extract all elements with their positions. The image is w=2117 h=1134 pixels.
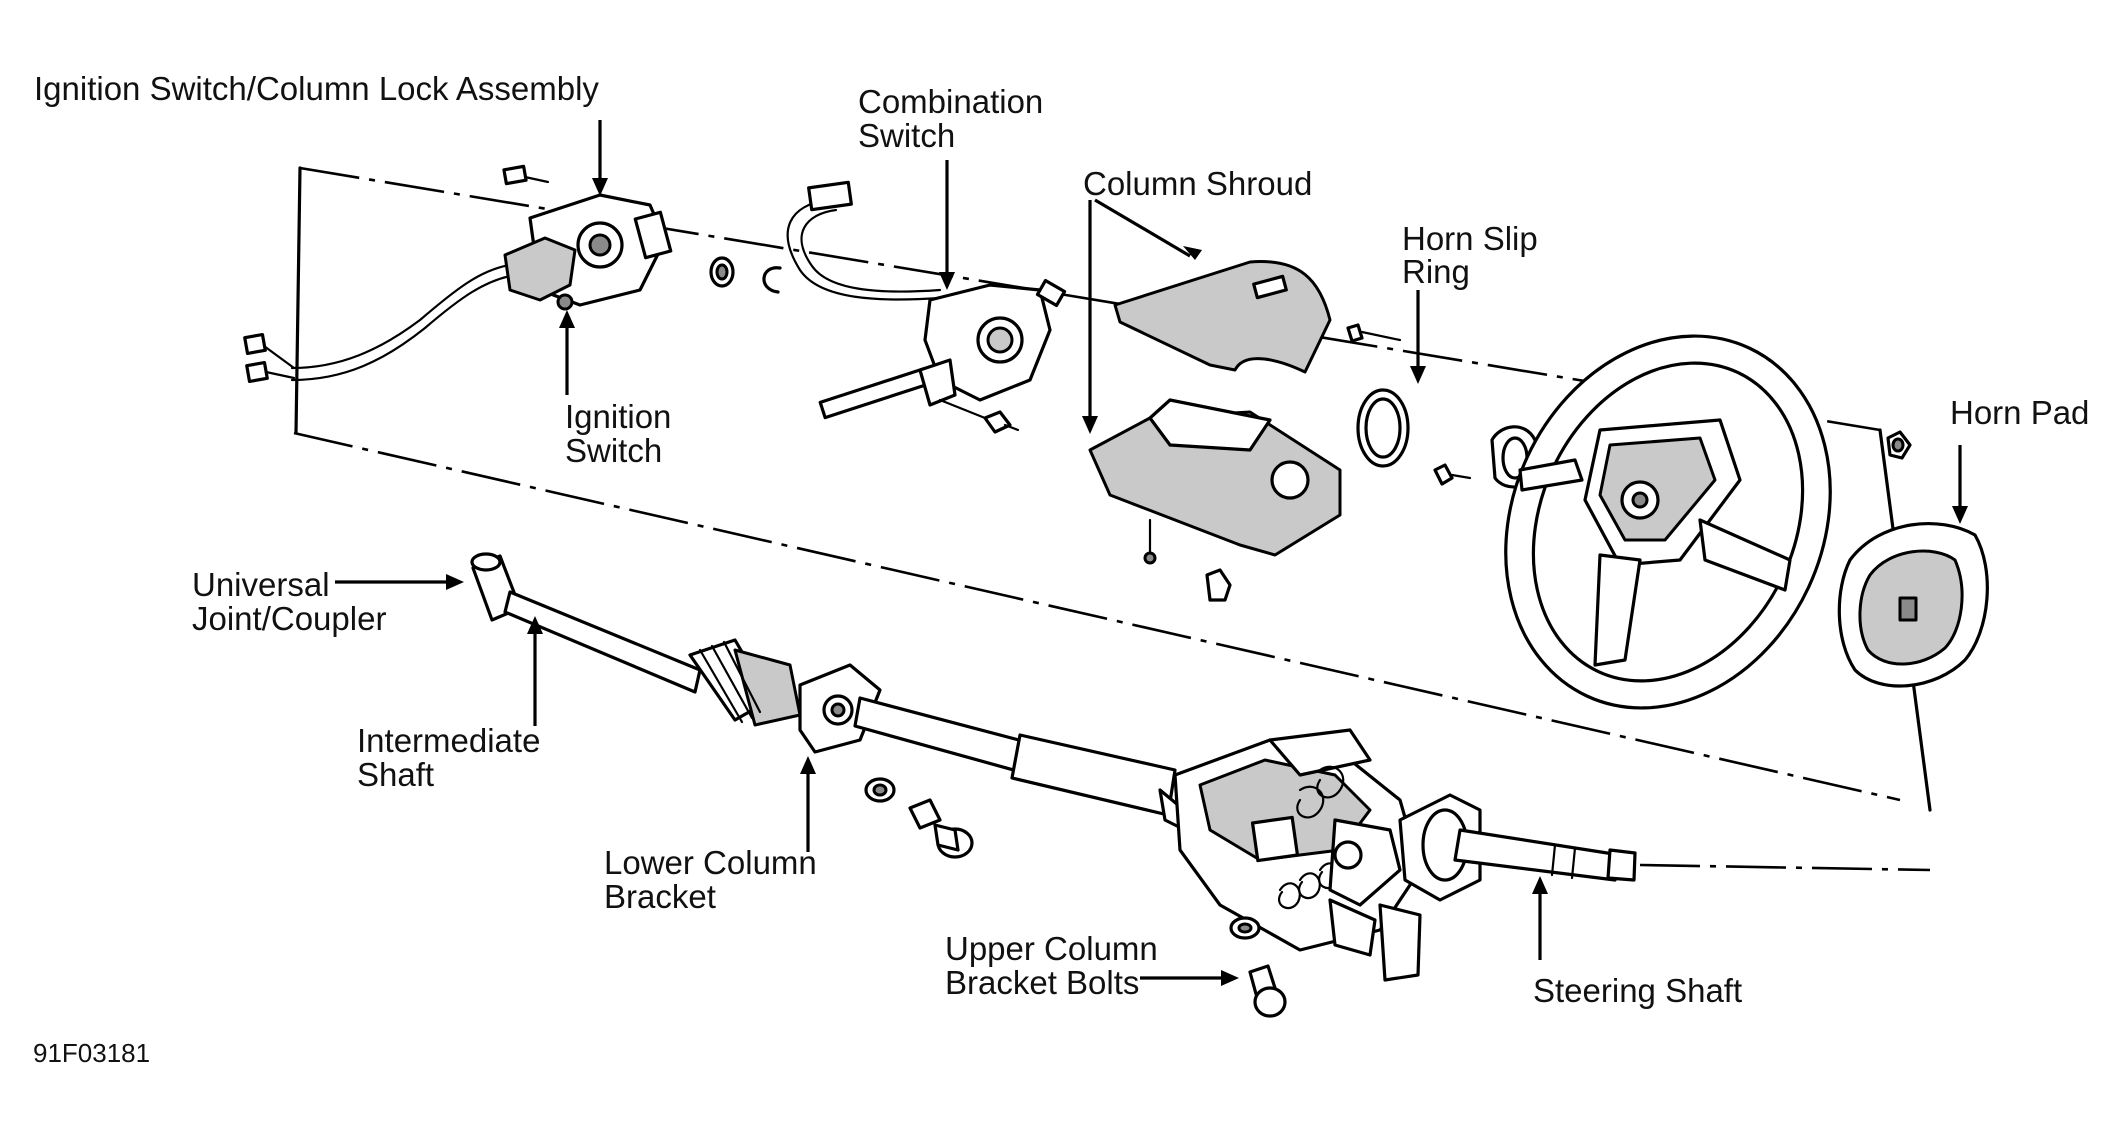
horn-slip-ring xyxy=(1346,323,1542,489)
label-ignition-lock-assembly: Ignition Switch/Column Lock Assembly xyxy=(34,70,599,107)
leader-lines xyxy=(335,120,1968,986)
label-universal-joint-line1: Universal xyxy=(192,566,330,603)
label-intermediate-shaft-line1: Intermediate xyxy=(357,722,540,759)
label-ignition-switch-line2: Switch xyxy=(565,432,662,469)
label-universal-joint-line2: Joint/Coupler xyxy=(192,600,386,637)
label-steering-shaft: Steering Shaft xyxy=(1533,972,1742,1009)
label-horn-slip-ring-line1: Horn Slip xyxy=(1402,220,1538,257)
label-horn-pad: Horn Pad xyxy=(1950,394,2089,431)
label-upper-bracket-bolts-line2: Bracket Bolts xyxy=(945,964,1139,1001)
label-column-shroud: Column Shroud xyxy=(1083,165,1312,202)
steering-wheel xyxy=(1504,334,1832,710)
upper-bracket-bolt xyxy=(1229,916,1287,1018)
upper-column-housing xyxy=(1173,728,1637,982)
label-combination-switch-line1: Combination xyxy=(858,83,1043,120)
washer-and-snap-ring xyxy=(709,256,782,294)
ignition-lock-assembly xyxy=(243,164,673,384)
label-combination-switch-line2: Switch xyxy=(858,117,955,154)
label-horn-slip-ring-line2: Ring xyxy=(1402,253,1470,290)
labels: Ignition Switch/Column Lock Assembly Com… xyxy=(33,70,2089,1068)
combination-switch xyxy=(786,180,1067,434)
label-ignition-switch-line1: Ignition xyxy=(565,398,671,435)
lower-column-bracket xyxy=(798,663,974,859)
label-lower-column-bracket-line2: Bracket xyxy=(604,878,716,915)
column-shroud xyxy=(1088,260,1342,602)
column-tube xyxy=(853,696,1192,832)
intermediate-shaft xyxy=(470,552,802,727)
label-lower-column-bracket-line1: Lower Column xyxy=(604,844,817,881)
label-upper-bracket-bolts-line1: Upper Column xyxy=(945,930,1158,967)
label-intermediate-shaft-line2: Shaft xyxy=(357,756,434,793)
horn-pad xyxy=(1837,430,1989,688)
figure-code: 91F03181 xyxy=(33,1038,150,1068)
